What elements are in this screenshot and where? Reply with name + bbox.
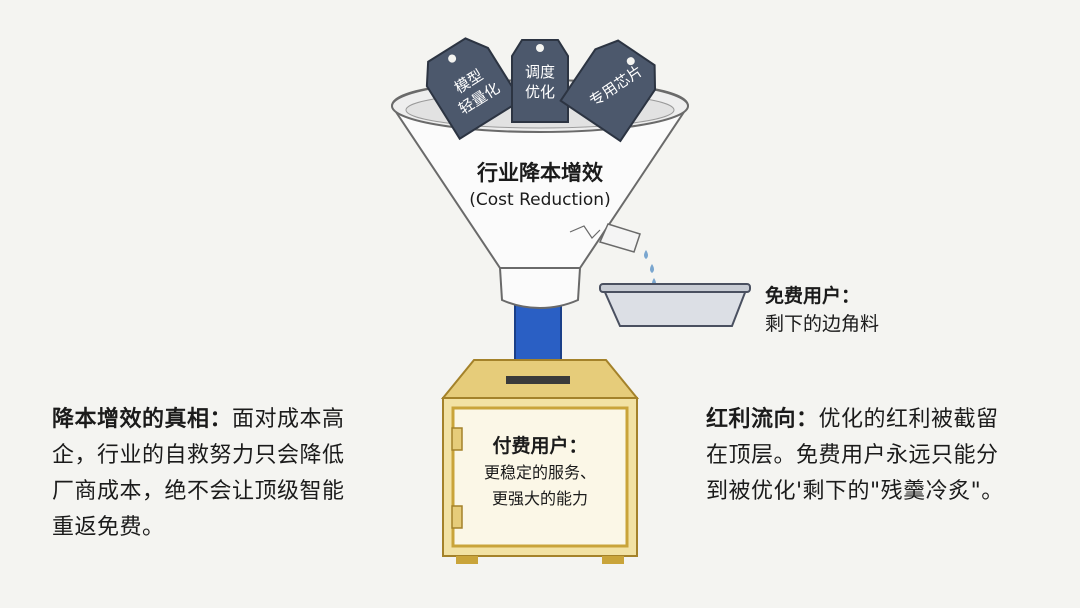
tag-scheduling (511, 39, 569, 123)
free-user-label: 免费用户： 剩下的边角料 (765, 282, 879, 338)
paid-user-label: 付费用户： 更稳定的服务、 更强大的能力 (470, 432, 610, 512)
tag-label-scheduling: 调度 优化 (524, 63, 555, 101)
free-user-title: 免费用户： (765, 285, 861, 307)
right-note-line3: 到被优化'剩下的"残羹冷炙"。 (706, 479, 1004, 504)
paid-user-desc-line1: 更稳定的服务、 (483, 463, 596, 482)
basin (599, 283, 751, 327)
paid-user-desc-line2: 更强大的能力 (491, 489, 588, 508)
right-note-line2: 在顶层。免费用户永远只能分 (706, 443, 999, 468)
right-note-title: 红利流向： (706, 407, 819, 432)
right-note: 红利流向：优化的红利被截留 在顶层。免费用户永远只能分 到被优化'剩下的"残羹冷… (706, 402, 1036, 510)
funnel-label: 行业降本增效 (Cost Reduction) (452, 158, 628, 212)
tag-dedicated-chip (559, 39, 657, 143)
left-note-line1: 面对成本高 (232, 407, 345, 432)
safe-box (440, 359, 640, 564)
leak-droplets (644, 250, 656, 287)
right-note-line1: 优化的红利被截留 (818, 407, 999, 432)
left-note-line4: 重返免费。 (52, 515, 165, 540)
free-user-desc: 剩下的边角料 (765, 313, 880, 335)
left-note-line3: 厂商成本，绝不会让顶级智能 (52, 479, 345, 504)
left-note: 降本增效的真相：面对成本高 企，行业的自救努力只会降低 厂商成本，绝不会让顶级智… (52, 402, 382, 546)
left-note-title: 降本增效的真相： (52, 407, 233, 432)
paid-user-title: 付费用户： (492, 435, 588, 457)
funnel-title: 行业降本增效 (477, 161, 603, 185)
left-note-line2: 企，行业的自救努力只会降低 (52, 443, 345, 468)
funnel-subtitle: (Cost Reduction) (469, 190, 611, 210)
